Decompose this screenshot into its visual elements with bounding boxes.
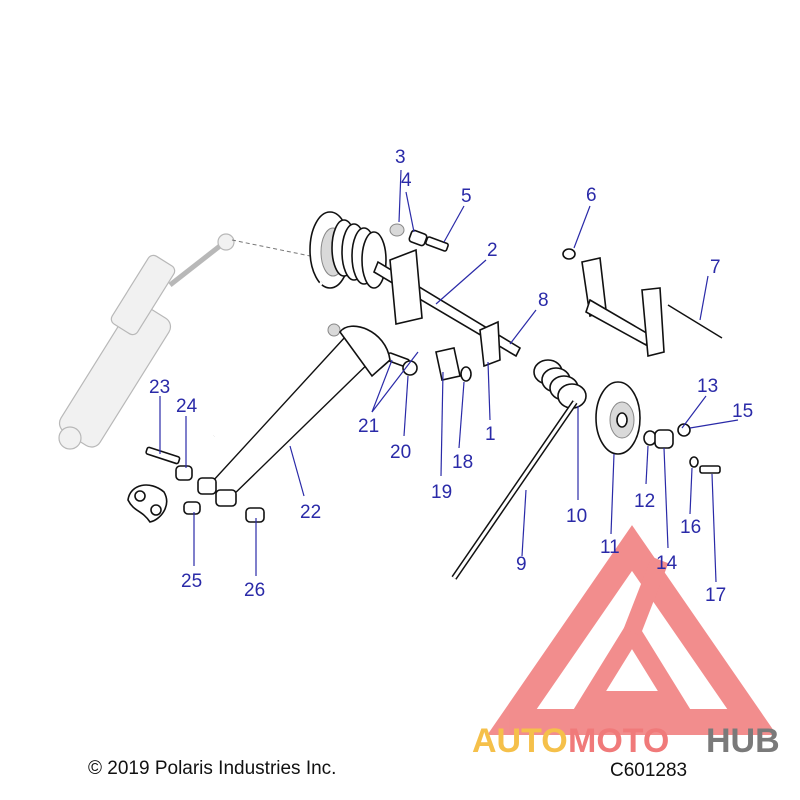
- callout-26: 26: [244, 580, 265, 601]
- callout-12: 12: [634, 491, 655, 512]
- callout-4: 4: [401, 170, 412, 191]
- copyright-text: © 2019 Polaris Industries Inc.: [88, 758, 337, 779]
- callout-1: 1: [485, 424, 496, 445]
- callout-16: 16: [680, 517, 701, 538]
- callout-23: 23: [149, 377, 170, 398]
- callout-15: 15: [732, 401, 753, 422]
- callout-6: 6: [586, 185, 597, 206]
- callout-19: 19: [431, 482, 452, 503]
- hardware-right: [643, 423, 721, 474]
- callout-10: 10: [566, 506, 587, 527]
- figure-code: C601283: [610, 760, 688, 781]
- shock-absorber: [58, 233, 321, 450]
- spring-and-wheel-right: [451, 359, 641, 580]
- callout-11: 11: [600, 537, 620, 558]
- callout-18: 18: [452, 452, 473, 473]
- callout-9: 9: [516, 554, 527, 575]
- spring-spindle-assembly: [212, 211, 522, 437]
- callout-20: 20: [390, 442, 411, 463]
- watermark-wordmark: AUTO MOTO HUB: [472, 722, 780, 760]
- logo-triangle-outer: [487, 525, 777, 735]
- callout-3: 3: [395, 147, 406, 168]
- callout-21: 21: [358, 416, 379, 437]
- lower-arm: [175, 325, 391, 507]
- logo-inner-mark: [573, 614, 691, 709]
- wordmark-moto: MOTO: [568, 722, 669, 760]
- coil-spring-left: [331, 219, 387, 289]
- callout-22: 22: [300, 502, 321, 523]
- callout-17: 17: [705, 585, 726, 606]
- callout-25: 25: [181, 571, 202, 592]
- wordmark-auto: AUTO: [472, 722, 568, 760]
- right-bracket: [581, 257, 723, 358]
- leader-lines: [159, 169, 739, 583]
- callout-14: 14: [656, 553, 678, 574]
- callout-2: 2: [487, 240, 498, 261]
- callout-7: 7: [710, 257, 721, 278]
- hardware-top: [389, 223, 576, 260]
- hardware-bottom-left: [127, 446, 265, 523]
- callout-24: 24: [176, 396, 198, 417]
- callout-8: 8: [538, 290, 549, 311]
- callout-5: 5: [461, 186, 472, 207]
- callout-labels: 3 4 5 2 6 7 8 1 18 19 20 21 22 23 24 25 …: [149, 147, 753, 606]
- wordmark-hub: HUB: [706, 722, 780, 760]
- callout-13: 13: [697, 376, 718, 397]
- watermark-logo: [487, 525, 777, 735]
- logo-inner-stroke: [623, 556, 669, 636]
